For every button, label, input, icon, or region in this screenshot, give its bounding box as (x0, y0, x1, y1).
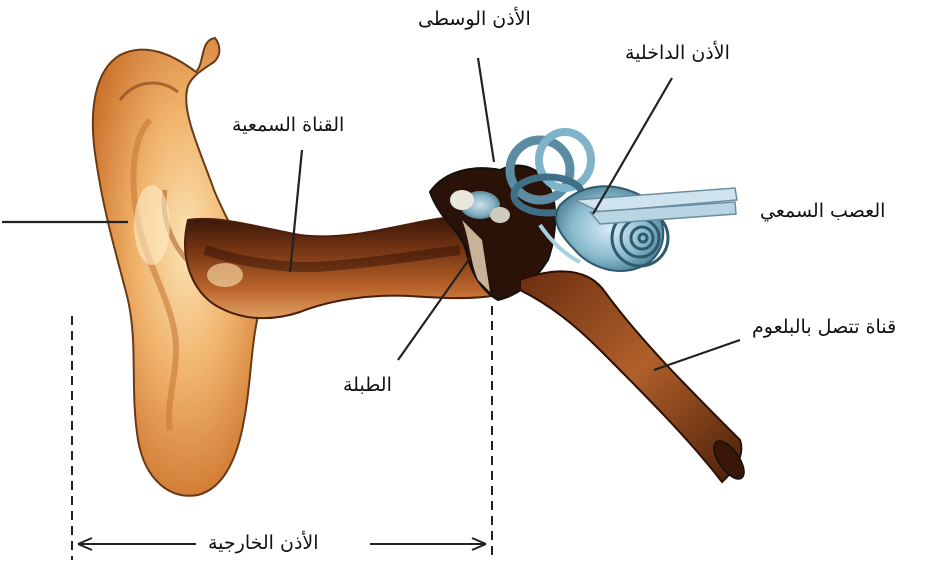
leader-middle-ear (478, 58, 494, 162)
label-auditory-nerve: العصب السمعي (760, 202, 885, 221)
label-outer-ear: الأذن الخارجية (208, 534, 319, 553)
label-ear-canal: القناة السمعية (232, 116, 344, 135)
label-eardrum: الطبلة (343, 376, 392, 395)
label-pharynx-tube: قناة تتصل بالبلعوم (752, 318, 896, 337)
eustachian-tube (520, 271, 750, 483)
label-inner-ear: الأذن الداخلية (625, 44, 730, 63)
label-middle-ear: الأذن الوسطى (418, 10, 531, 29)
leader-eustachian (654, 340, 740, 370)
ear-canal (185, 218, 498, 318)
